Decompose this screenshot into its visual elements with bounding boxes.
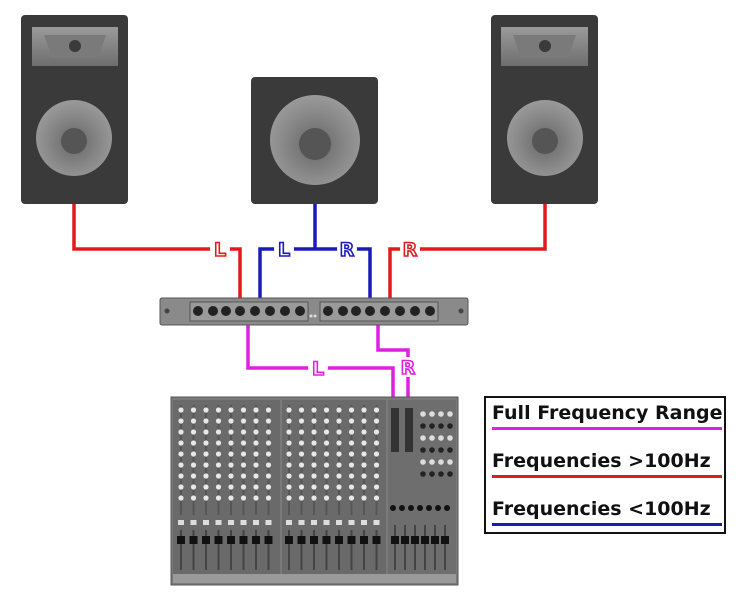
cable-label-low-left: L <box>274 238 294 262</box>
mixer-channel-strip <box>297 405 306 570</box>
mixer-master-section <box>390 408 453 570</box>
mixer-master-knob <box>420 411 426 417</box>
legend-item-low: Frequencies <100Hz <box>492 498 722 526</box>
mixer-master-button <box>390 505 396 511</box>
mixer-channel-strip <box>202 405 210 570</box>
mixer-master-fader <box>411 536 419 544</box>
mixer-master-knob <box>438 411 444 417</box>
mixing-console <box>170 396 459 586</box>
mixer-master-fader <box>391 536 399 544</box>
svg-text:R: R <box>401 357 416 379</box>
mixer-master-knob <box>420 435 426 441</box>
legend-swatch-high <box>492 475 722 478</box>
mixer-master-fader <box>421 536 429 544</box>
mixer-master-fader-track <box>434 525 436 570</box>
cable-high-left <box>72 204 242 300</box>
svg-text:L: L <box>312 358 324 380</box>
mixer-channel-strip <box>322 405 331 570</box>
legend-swatch-full <box>492 427 722 430</box>
mixer-master-fader-track <box>394 525 396 570</box>
cable-label-high-right: R <box>400 238 420 262</box>
mixer-master-knob <box>420 447 426 453</box>
cable-label-low-right: R <box>337 238 357 262</box>
mixer-master-button <box>399 505 405 511</box>
mixer-master-knob <box>447 435 453 441</box>
mixer-master-fader-track <box>444 525 446 570</box>
mixer-channel-strip <box>264 405 273 570</box>
mixer-master-knob <box>429 459 435 465</box>
legend-swatch-low <box>492 523 722 526</box>
mixer-master-button <box>426 505 432 511</box>
mixer-master-fader <box>401 536 409 544</box>
cable-low-left <box>258 247 315 300</box>
mixer-master-knob <box>429 447 435 453</box>
mixer-master-fader-track <box>404 525 406 570</box>
cable-high-right <box>388 204 547 300</box>
right-speaker <box>491 15 598 204</box>
mixer-master-knob <box>447 447 453 453</box>
svg-text:L: L <box>214 239 226 261</box>
mixer-channel-strip <box>347 405 356 570</box>
mixer-channel-strip <box>252 405 260 570</box>
legend: Full Frequency Range Frequencies >100Hz … <box>484 396 726 534</box>
mixer-master-knob <box>447 423 453 429</box>
mixer-channel-strip <box>227 405 235 570</box>
mixer-master-knob <box>420 471 426 477</box>
crossover-rack-unit <box>159 297 469 326</box>
svg-text:R: R <box>340 239 355 261</box>
mixer-channel-strips <box>177 405 381 570</box>
mixer-channel-strip <box>189 405 198 570</box>
mixer-master-knob <box>429 411 435 417</box>
mixer-channel-strip <box>372 405 381 570</box>
mixer-master-fader <box>431 536 439 544</box>
cable-label-full-left: L <box>308 357 328 381</box>
mixer-channel-strip <box>310 405 318 570</box>
mixer-channel-strip <box>360 405 368 570</box>
legend-item-full: Full Frequency Range <box>492 402 723 430</box>
legend-item-high: Frequencies >100Hz <box>492 450 722 478</box>
mixer-master-knob <box>429 435 435 441</box>
mixer-master-button <box>444 505 450 511</box>
mixer-channel-strip <box>239 405 248 570</box>
cable-label-high-left: L <box>210 238 230 262</box>
mixer-master-button <box>417 505 423 511</box>
legend-label-high: Frequencies >100Hz <box>492 450 711 472</box>
cable-labels: L L R R L R <box>210 238 420 381</box>
mixer-master-fader-track <box>414 525 416 570</box>
mixer-master-button <box>408 505 414 511</box>
mixer-master-knob <box>420 459 426 465</box>
mixer-master-knob <box>438 435 444 441</box>
mixer-master-fader-track <box>424 525 426 570</box>
mixer-master-button <box>435 505 441 511</box>
mixer-master-knob <box>438 459 444 465</box>
cable-low-right <box>315 247 372 300</box>
left-speaker <box>21 15 128 204</box>
mixer-channel-strip <box>214 405 223 570</box>
mixer-master-knob <box>447 471 453 477</box>
mixer-master-knob <box>429 423 435 429</box>
center-subwoofer <box>251 77 378 204</box>
mixer-master-knob <box>438 423 444 429</box>
mixer-channel-strip <box>177 405 185 570</box>
svg-text:R: R <box>403 239 418 261</box>
legend-label-full: Full Frequency Range <box>492 402 723 424</box>
mixer-master-knob <box>447 411 453 417</box>
mixer-master-knob <box>420 423 426 429</box>
mixer-channel-strip <box>335 405 343 570</box>
svg-text:L: L <box>278 239 290 261</box>
cable-label-full-right: R <box>398 356 418 380</box>
mixer-master-knob <box>429 471 435 477</box>
mixer-master-fader <box>441 536 449 544</box>
mixer-master-knob <box>447 459 453 465</box>
legend-label-low: Frequencies <100Hz <box>492 498 711 520</box>
mixer-master-knob <box>438 471 444 477</box>
mixer-channel-strip <box>285 405 293 570</box>
mixer-master-knob <box>438 447 444 453</box>
